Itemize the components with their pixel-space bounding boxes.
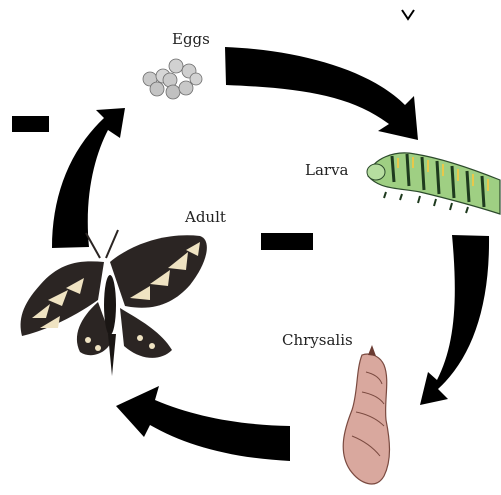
- arrow-chrysalis-to-adult: [116, 386, 290, 461]
- caterpillar-icon: [367, 153, 500, 214]
- butterfly-icon: [21, 230, 207, 376]
- chrysalis-icon: [343, 345, 389, 484]
- blank-bar-left: [12, 116, 49, 132]
- arrow-larva-to-chrysalis: [420, 235, 489, 405]
- blank-bar-center: [261, 233, 313, 250]
- eggs-icon: [143, 59, 202, 99]
- arrow-adult-to-eggs: [52, 108, 125, 248]
- arrow-eggs-to-larva: [225, 47, 418, 140]
- stray-glyph: [402, 10, 414, 19]
